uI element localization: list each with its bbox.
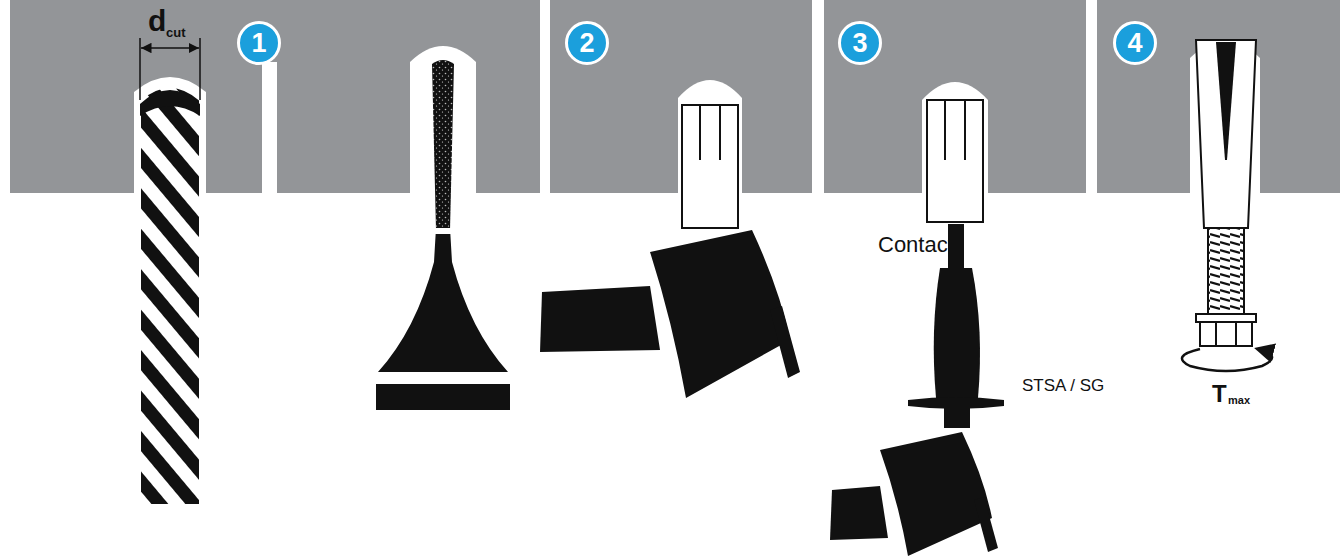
anchor-in-hole: [922, 82, 988, 222]
callout-circle: 3: [838, 21, 882, 65]
callout-circle: 2: [565, 21, 609, 65]
callout-number: 3: [852, 30, 867, 57]
drilled-hole: [262, 62, 277, 193]
concrete-panel: [10, 0, 1340, 193]
expanded-anchor: [1190, 40, 1260, 228]
dimension-line: [140, 38, 200, 100]
dimension-symbol: d: [148, 6, 166, 36]
blow-pump: [376, 46, 510, 410]
bolt: [1196, 228, 1256, 346]
callout-number: 1: [251, 30, 266, 57]
torque-arrow: [1182, 349, 1272, 371]
callout-number: 4: [1127, 30, 1142, 57]
dimension-subscript: cut: [166, 26, 186, 39]
callout-number: 2: [579, 30, 594, 57]
callout-circle: 4: [1113, 21, 1157, 65]
hammer: [830, 432, 998, 556]
callout-circle: 1: [237, 21, 281, 65]
tool-name: STSA / SG: [1022, 377, 1104, 394]
torque-symbol: T: [1212, 382, 1227, 406]
step-note: Contact: [878, 234, 954, 256]
torque-subscript: max: [1228, 395, 1250, 406]
drill-bit: [134, 77, 206, 505]
hammer: [540, 230, 800, 398]
anchor-in-hole: [678, 80, 742, 228]
